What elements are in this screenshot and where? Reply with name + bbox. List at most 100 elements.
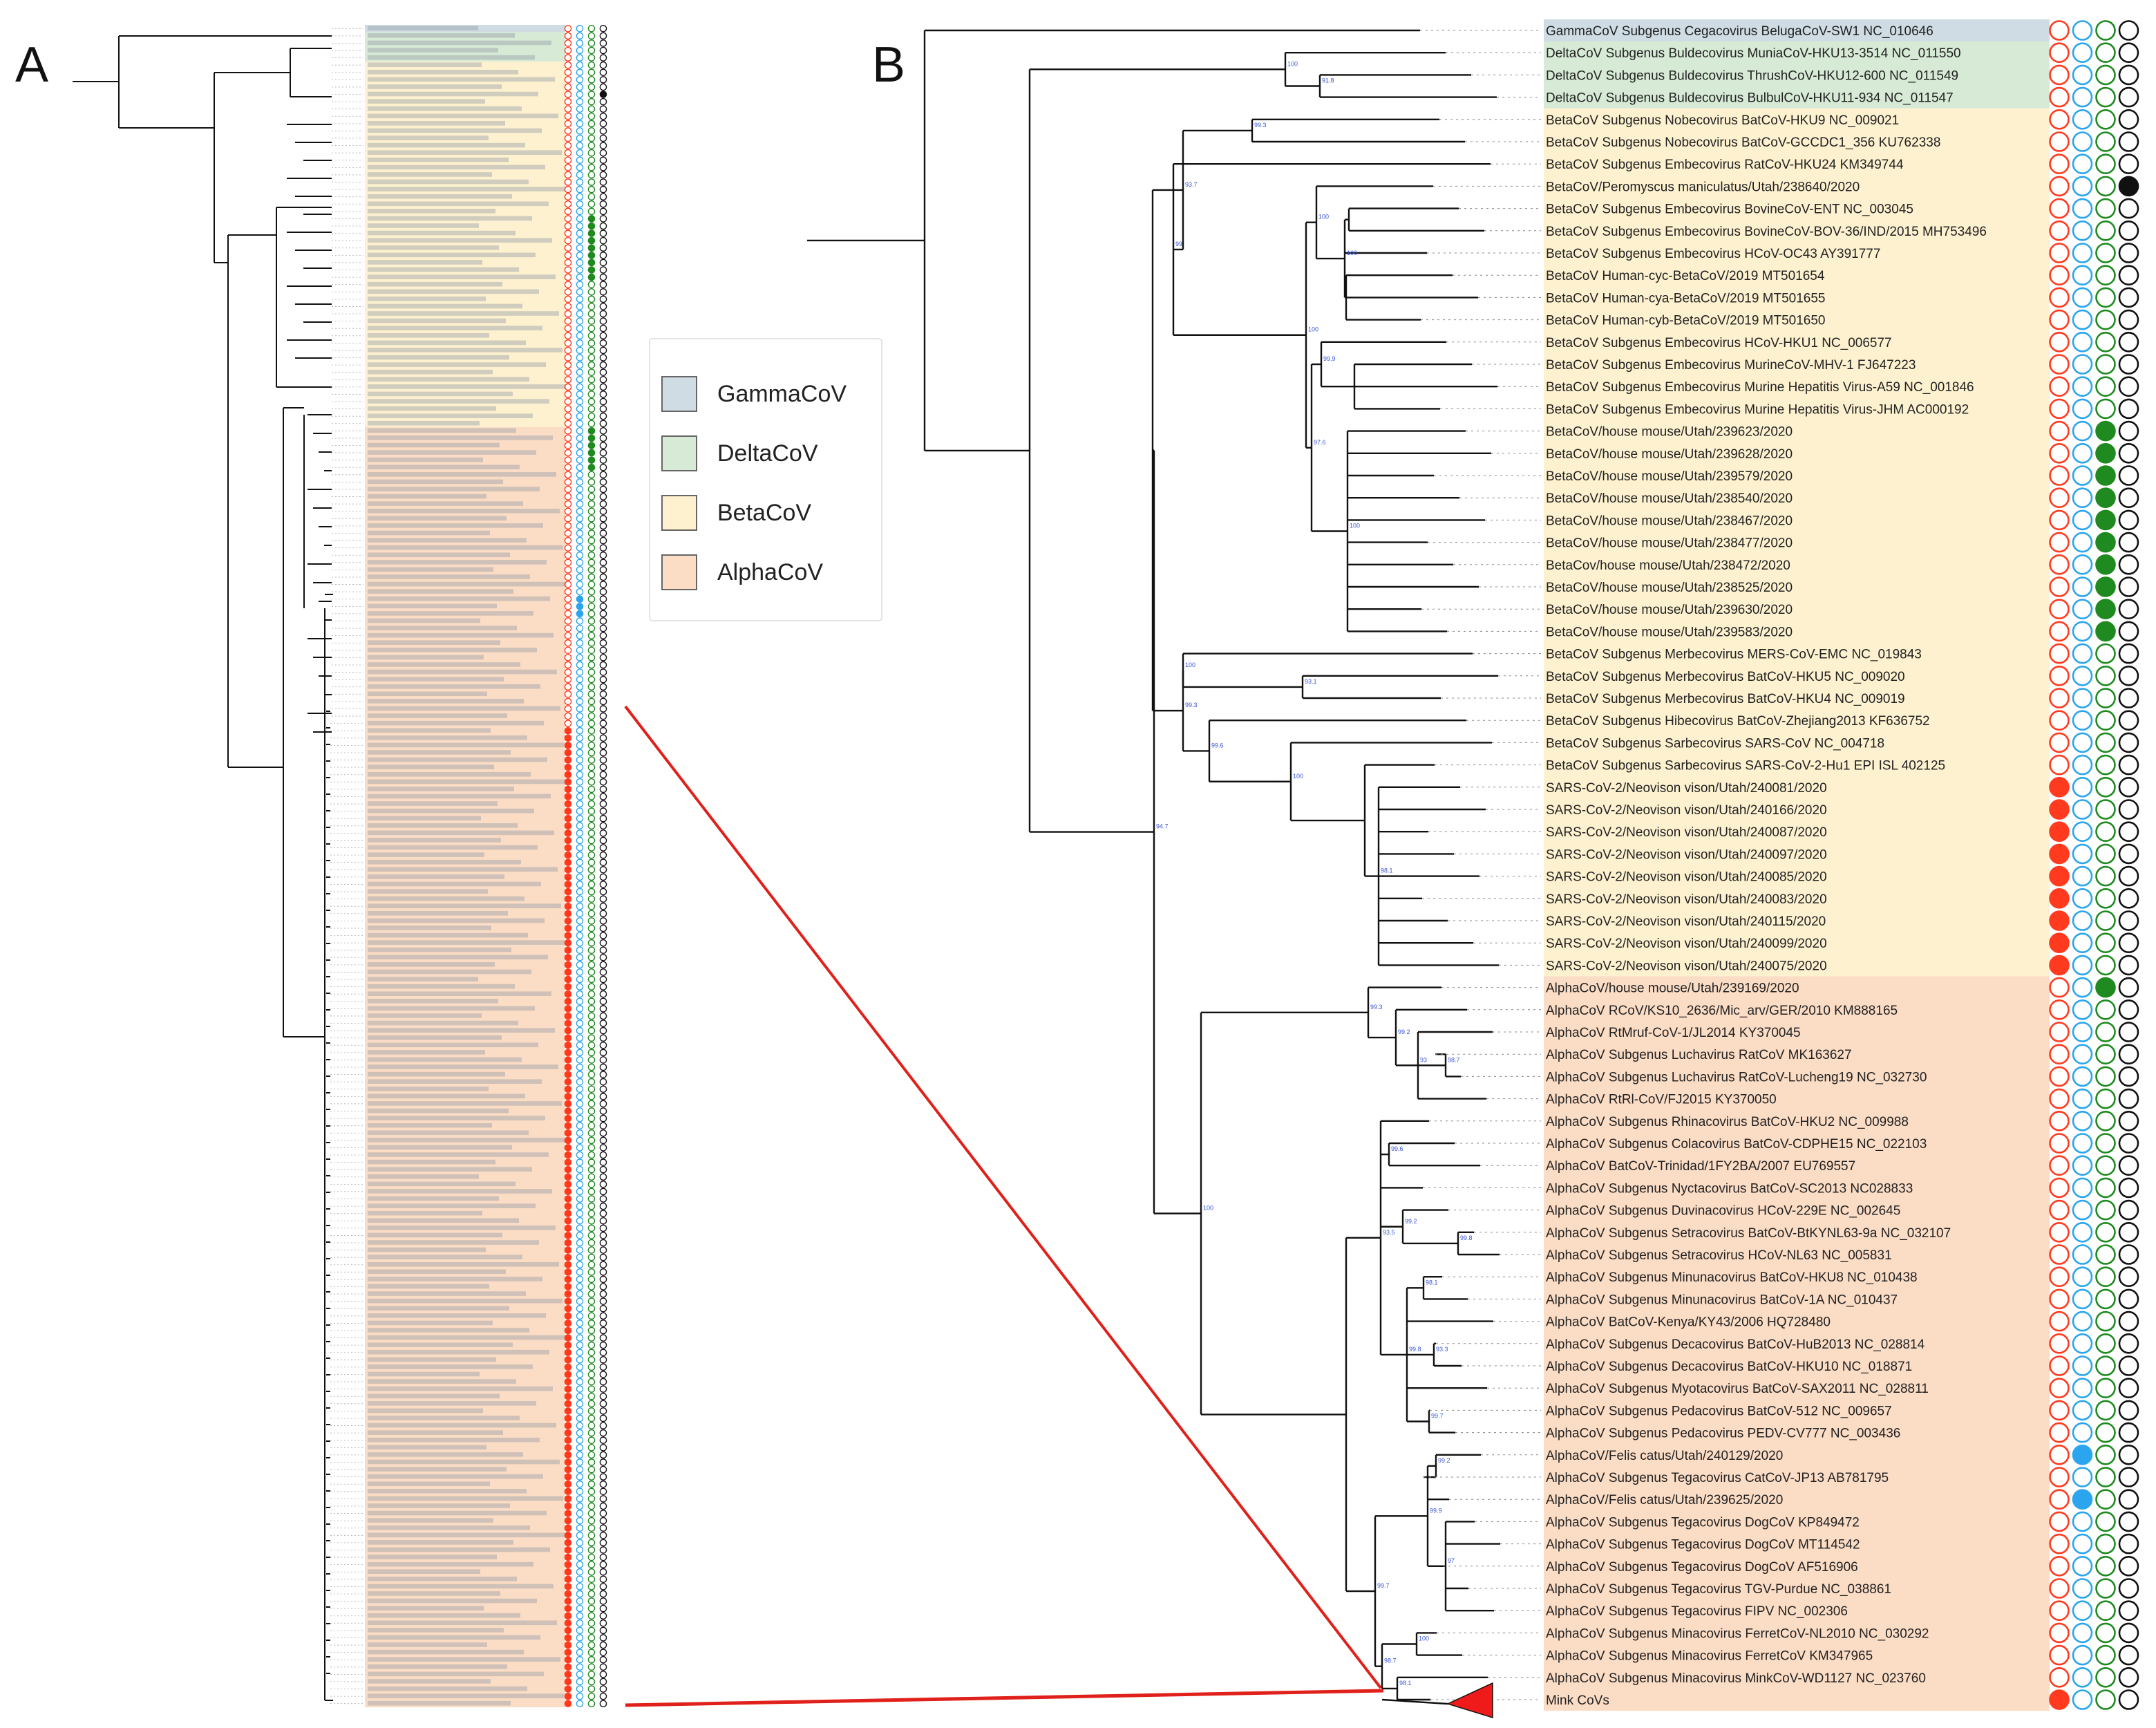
leaf-label-placeholder	[368, 764, 494, 769]
trait-circle	[599, 800, 607, 808]
trait-circle	[599, 1122, 607, 1129]
trait-circle	[599, 1312, 607, 1320]
trait-circle	[564, 1034, 572, 1042]
leaf-label-placeholder	[368, 1225, 556, 1230]
trait-circle	[2049, 821, 2070, 842]
trait-circle	[587, 1649, 596, 1656]
trait-circle	[599, 1041, 607, 1049]
leaf-label-placeholder	[368, 910, 508, 916]
leaf-label-placeholder	[368, 596, 550, 601]
trait-circle	[599, 691, 607, 698]
leaf-label: BetaCoV Subgenus Merbecovirus BatCoV-HKU…	[1546, 692, 1905, 706]
trait-circle	[587, 97, 596, 106]
trait-circle	[2095, 843, 2116, 865]
trait-circle	[599, 895, 607, 903]
trait-circle	[564, 800, 572, 808]
trait-circle	[576, 1356, 584, 1364]
trait-circle	[599, 1341, 607, 1349]
leaf-label: SARS-CoV-2/Neovison vison/Utah/240166/20…	[1546, 803, 1827, 818]
trait-circle	[599, 1546, 607, 1554]
trait-circle	[2049, 509, 2070, 531]
trait-circle	[599, 1290, 607, 1298]
trait-circle	[576, 654, 584, 661]
trait-circle	[2118, 1199, 2139, 1221]
trait-circle	[2118, 688, 2139, 708]
trait-circle	[599, 544, 607, 552]
trait-circle	[2095, 1644, 2116, 1666]
trait-circle	[599, 1363, 607, 1371]
bootstrap-value: 100	[1203, 1205, 1213, 1212]
trait-circle	[2095, 243, 2116, 263]
trait-circle	[2118, 331, 2139, 353]
trait-circle	[2118, 1667, 2139, 1688]
trait-circle	[2072, 1644, 2093, 1666]
trait-circle	[2095, 1467, 2116, 1487]
leaf-label-placeholder	[368, 545, 563, 550]
trait-circle	[599, 1649, 607, 1656]
trait-circle	[599, 726, 607, 735]
trait-circle	[576, 1085, 584, 1093]
trait-circle	[587, 156, 596, 165]
trait-circle	[2072, 442, 2093, 464]
trait-circle	[576, 691, 584, 698]
trait-circle	[2049, 1489, 2070, 1510]
trait-circle	[599, 1568, 607, 1576]
trait-circle	[576, 807, 584, 815]
trait-circle	[2118, 287, 2139, 308]
trait-circle	[2072, 1445, 2093, 1465]
leaf-label-placeholder	[368, 1364, 533, 1369]
trait-circle	[576, 939, 584, 947]
leaf-label-placeholder	[368, 852, 484, 857]
trait-circle	[2072, 554, 2093, 575]
trait-circle	[564, 244, 572, 252]
trait-circle	[2095, 1622, 2116, 1644]
trait-circle	[587, 1297, 596, 1305]
trait-circle	[587, 346, 596, 355]
trait-circle	[587, 1144, 596, 1152]
trait-circle	[576, 1239, 584, 1247]
trait-circle	[599, 288, 607, 296]
trait-circle	[2118, 777, 2139, 798]
trait-circle	[599, 391, 607, 398]
trait-circle	[576, 1304, 584, 1313]
trait-circle	[564, 778, 572, 786]
trait-circle	[2049, 1445, 2070, 1465]
trait-circle	[564, 1671, 572, 1678]
leaf-label-placeholder	[368, 297, 486, 301]
trait-circle	[599, 529, 607, 537]
trait-circle	[2095, 865, 2116, 887]
trait-circle	[599, 661, 607, 669]
trait-circle	[576, 1114, 584, 1123]
leaf-label-placeholder	[368, 1357, 496, 1362]
leaf-label-placeholder	[368, 165, 545, 170]
trait-circle	[564, 83, 572, 91]
trait-circle	[587, 32, 596, 40]
trait-circle	[564, 858, 572, 867]
trait-circle	[2118, 109, 2139, 130]
leaf-label: DeltaCoV Subgenus Buldecovirus MuniaCoV-…	[1546, 46, 1961, 61]
trait-circle	[576, 822, 584, 830]
trait-circle	[576, 522, 584, 530]
leaf-label-placeholder	[368, 1422, 556, 1428]
trait-circle	[599, 917, 607, 925]
trait-circle	[2095, 1489, 2116, 1510]
leaf-label: AlphaCoV BatCoV-Trinidad/1FY2BA/2007 EU7…	[1546, 1159, 1855, 1174]
leaf-label-placeholder	[368, 816, 481, 821]
trait-circle	[564, 1458, 572, 1466]
trait-circle	[599, 924, 607, 932]
leaf-label-placeholder	[368, 33, 515, 38]
trait-circle	[599, 829, 607, 837]
leaf-label: BetaCoV Subgenus Hibecovirus BatCoV-Zhej…	[1546, 714, 1930, 729]
trait-circle	[576, 712, 584, 720]
trait-circle	[2072, 843, 2093, 865]
trait-circle	[564, 1626, 572, 1635]
trait-circle	[587, 1590, 596, 1598]
trait-circle	[587, 697, 596, 706]
trait-circle	[2095, 1244, 2116, 1265]
trait-circle	[2049, 599, 2070, 620]
trait-circle	[564, 1304, 572, 1313]
trait-circle	[2118, 865, 2139, 887]
trait-circle	[2095, 732, 2116, 753]
trait-circle	[2072, 1044, 2093, 1064]
trait-circle	[2072, 220, 2093, 241]
